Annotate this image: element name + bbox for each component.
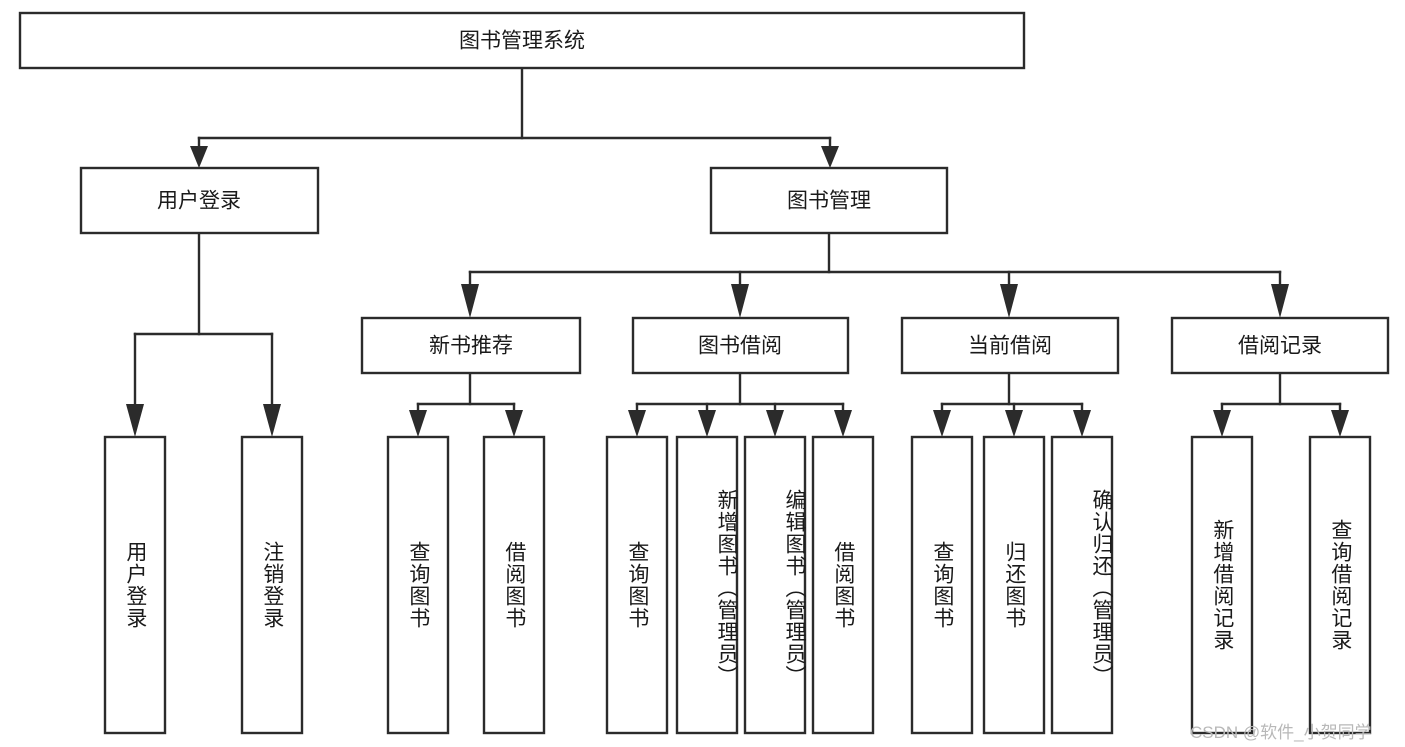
- node-borrow-record[interactable]: 借阅记录: [1170, 316, 1390, 375]
- connector-group-current-to-leaves: [933, 371, 1091, 437]
- leaf-rect-query-book-borrow[interactable]: [605, 435, 669, 735]
- arrowhead-bookmgmt-to-borrow: [731, 284, 749, 318]
- csdn-watermark: CSDN @软件_小贺同学: [1190, 723, 1372, 742]
- arrowhead-borrow-leaf2: [698, 410, 716, 437]
- arrowhead-userlogin-leaf2: [263, 404, 281, 437]
- node-user-login[interactable]: 用户登录: [79, 166, 320, 235]
- node-borrow-record-rect[interactable]: [1170, 316, 1390, 375]
- arrowhead-borrow-leaf3: [766, 410, 784, 437]
- arrowhead-borrow-leaf4: [834, 410, 852, 437]
- arrowhead-bookmgmt-to-current: [1000, 284, 1018, 318]
- arrowhead-record-leaf1: [1213, 410, 1231, 437]
- leaf-rect-borrow-book-newbook[interactable]: [482, 435, 546, 735]
- leaf-rect-add-book-admin[interactable]: [675, 435, 739, 735]
- node-root[interactable]: 图书管理系统: [18, 11, 1026, 70]
- connector-group-record-to-leaves: [1213, 371, 1349, 437]
- leaf-rect-edit-book-admin[interactable]: [743, 435, 807, 735]
- node-new-book-recommend[interactable]: 新书推荐: [360, 316, 582, 375]
- arrowhead-userlogin-leaf1: [126, 404, 144, 437]
- arrowhead-bookmgmt-to-newbook: [461, 284, 479, 318]
- node-root-rect[interactable]: [18, 11, 1026, 70]
- arrowhead-current-leaf3: [1073, 410, 1091, 437]
- arrowhead-bookmgmt-to-record: [1271, 284, 1289, 318]
- node-book-borrow[interactable]: 图书借阅: [631, 316, 850, 375]
- arrowhead-root-to-user-login: [190, 146, 208, 168]
- connector-group-newbook-to-leaves: [409, 371, 523, 437]
- node-current-borrow-label: 当前借阅: [968, 335, 1052, 358]
- node-book-management[interactable]: 图书管理: [709, 166, 949, 235]
- arrowhead-borrow-leaf1: [628, 410, 646, 437]
- node-book-management-rect[interactable]: [709, 166, 949, 235]
- node-current-borrow-rect[interactable]: [900, 316, 1120, 375]
- leaf-rect-return-book[interactable]: [982, 435, 1046, 735]
- node-new-book-recommend-label: 新书推荐: [429, 335, 513, 358]
- arrowhead-root-to-book-mgmt: [821, 146, 839, 168]
- arrowhead-current-leaf2: [1005, 410, 1023, 437]
- arrowhead-current-leaf1: [933, 410, 951, 437]
- leaf-rect-query-book-current[interactable]: [910, 435, 974, 735]
- leaf-rect-borrow-book[interactable]: [811, 435, 875, 735]
- node-book-borrow-label: 图书借阅: [698, 335, 782, 358]
- leaf-rect-add-borrow-record[interactable]: [1190, 435, 1254, 735]
- arrowhead-newbook-leaf2: [505, 410, 523, 437]
- leaf-rect-query-borrow-record[interactable]: [1308, 435, 1372, 735]
- connector-group-root-to-level2: [190, 66, 839, 168]
- arrowhead-record-leaf2: [1331, 410, 1349, 437]
- connector-group-bookmgmt-to-level3: [461, 231, 1289, 318]
- leaf-rect-logout-login[interactable]: [240, 435, 304, 735]
- node-current-borrow[interactable]: 当前借阅: [900, 316, 1120, 375]
- arrowhead-newbook-leaf1: [409, 410, 427, 437]
- node-new-book-recommend-rect[interactable]: [360, 316, 582, 375]
- node-borrow-record-label: 借阅记录: [1238, 335, 1322, 358]
- leaf-rect-confirm-return-admin[interactable]: [1050, 435, 1114, 735]
- leaf-rect-query-book-newbook[interactable]: [386, 435, 450, 735]
- leaf-rect-user-login[interactable]: [103, 435, 167, 735]
- node-book-borrow-rect[interactable]: [631, 316, 850, 375]
- node-user-login-label: 用户登录: [157, 190, 241, 213]
- node-book-management-label: 图书管理: [787, 190, 871, 213]
- connector-group-borrow-to-leaves: [628, 371, 852, 437]
- node-root-label: 图书管理系统: [459, 30, 585, 53]
- node-user-login-rect[interactable]: [79, 166, 320, 235]
- connector-group-userlogin-to-leaves: [126, 231, 281, 437]
